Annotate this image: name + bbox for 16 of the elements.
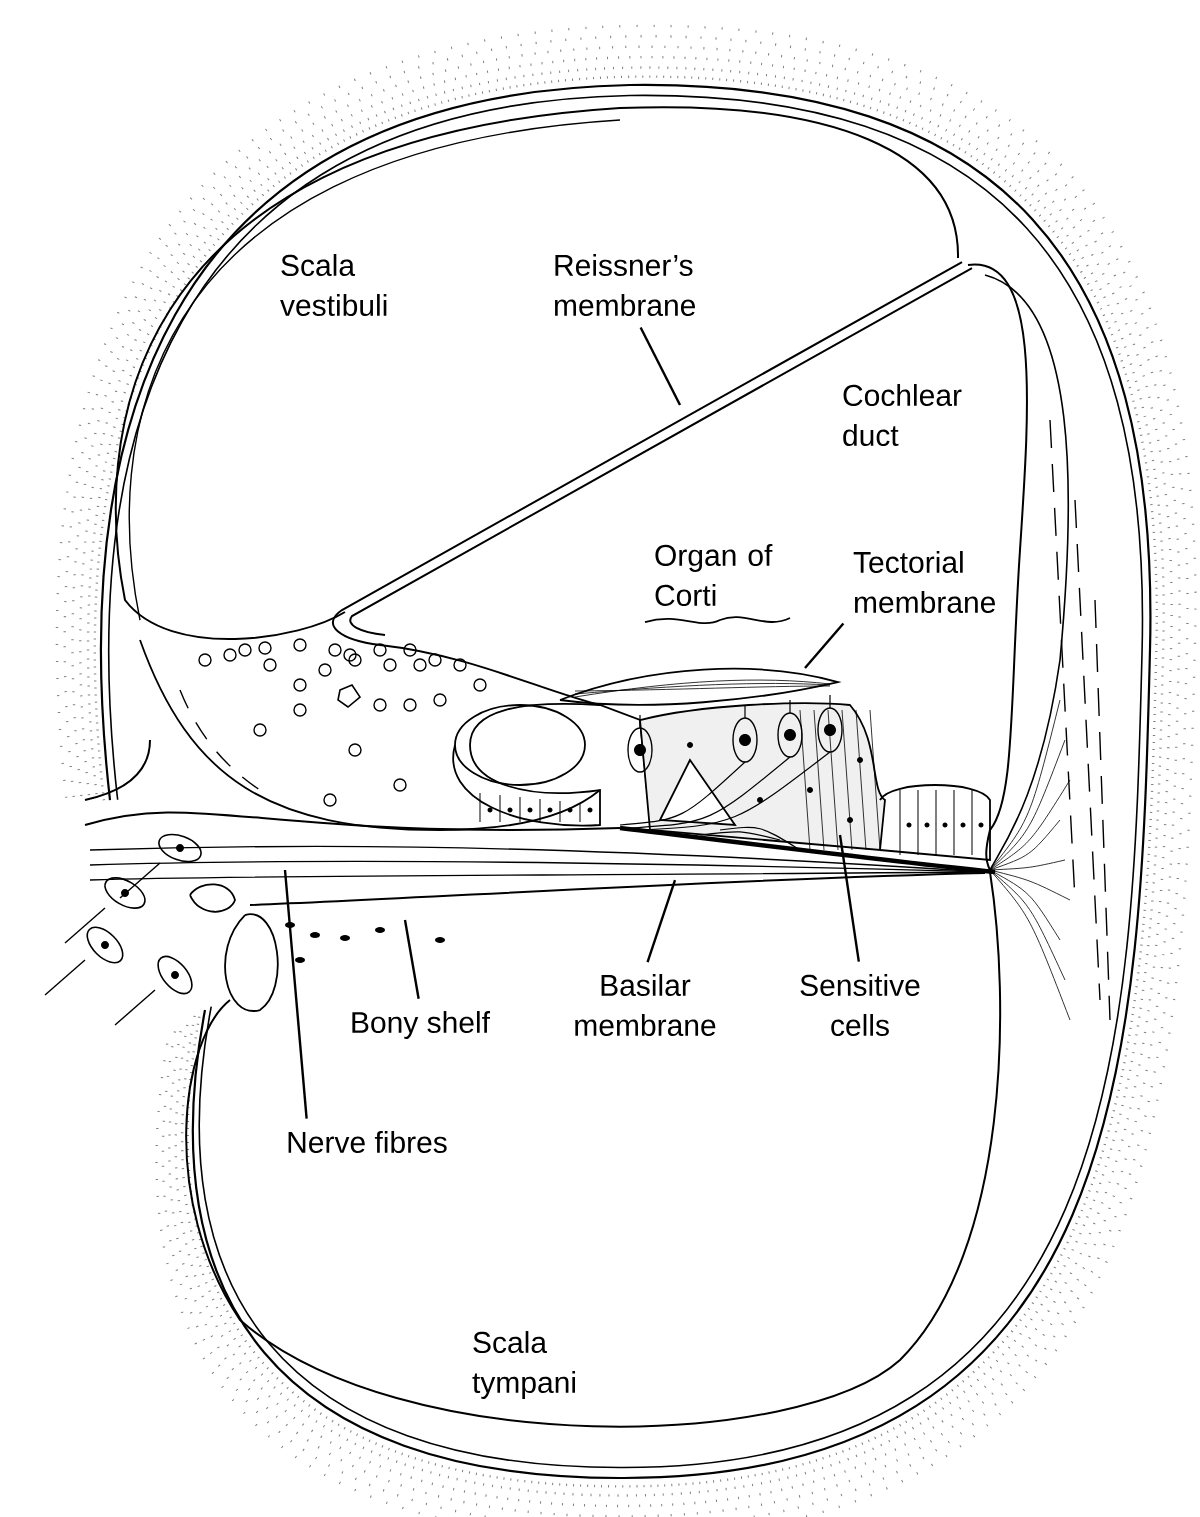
- leader-line: [639, 327, 682, 406]
- leader-line: [838, 834, 860, 962]
- structure-label: Basilar membrane: [575, 974, 716, 1036]
- structure-label: Nerve fibres: [288, 1131, 447, 1153]
- region-label: Scala tympani: [472, 1331, 575, 1399]
- leader-line: [646, 879, 677, 963]
- leader-line: [403, 919, 420, 999]
- structure-label: Bony shelf: [352, 1011, 491, 1039]
- region-label: Cochlear duct: [843, 384, 962, 446]
- region-label: Scala vestibuli: [280, 254, 387, 316]
- structure-label: Tectorial membrane: [853, 551, 995, 613]
- structure-label: Reissner’s membrane: [555, 254, 696, 316]
- leader-line: [804, 622, 845, 669]
- region-label: Organ of Corti: [655, 544, 773, 606]
- structure-label: Sensitive cells: [800, 974, 920, 1036]
- leader-line: [283, 869, 308, 1119]
